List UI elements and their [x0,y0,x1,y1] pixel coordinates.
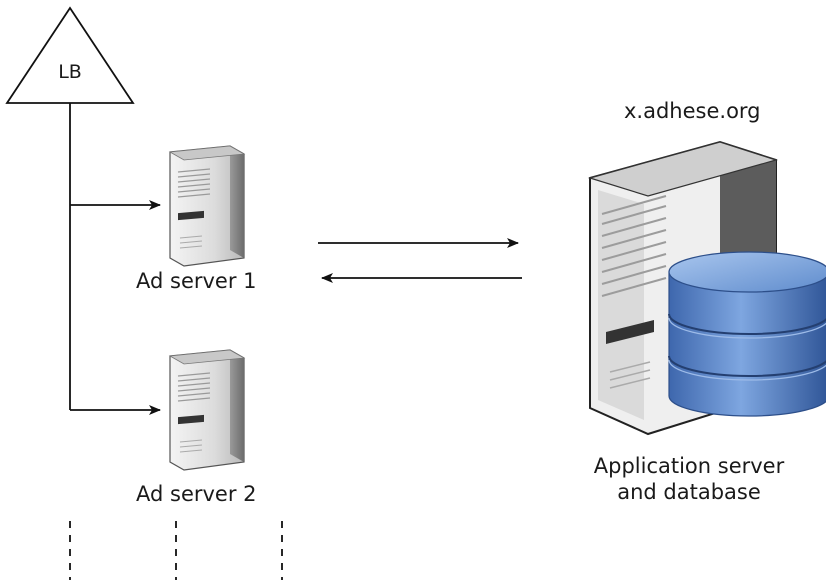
app-server-label: Application server and database [582,453,796,505]
triangle-lb-icon [5,6,135,104]
ad-server-2-label: Ad server 2 [136,482,257,506]
app-server-label-line1: Application server [593,454,785,478]
app-server-label-line2: and database [617,480,761,504]
request-arrows [318,238,522,283]
scale-out-indicators [69,521,283,580]
load-balancer-node [5,6,135,104]
app-server-hostname: x.adhese.org [624,99,761,123]
server-database-icon [587,140,826,436]
ad-server-1-label: Ad server 1 [136,269,257,293]
ad-server-1-icon [168,145,246,267]
ad-server-2-icon [168,349,246,471]
load-balancer-label: LB [58,61,82,83]
lb-connectors [69,103,161,415]
